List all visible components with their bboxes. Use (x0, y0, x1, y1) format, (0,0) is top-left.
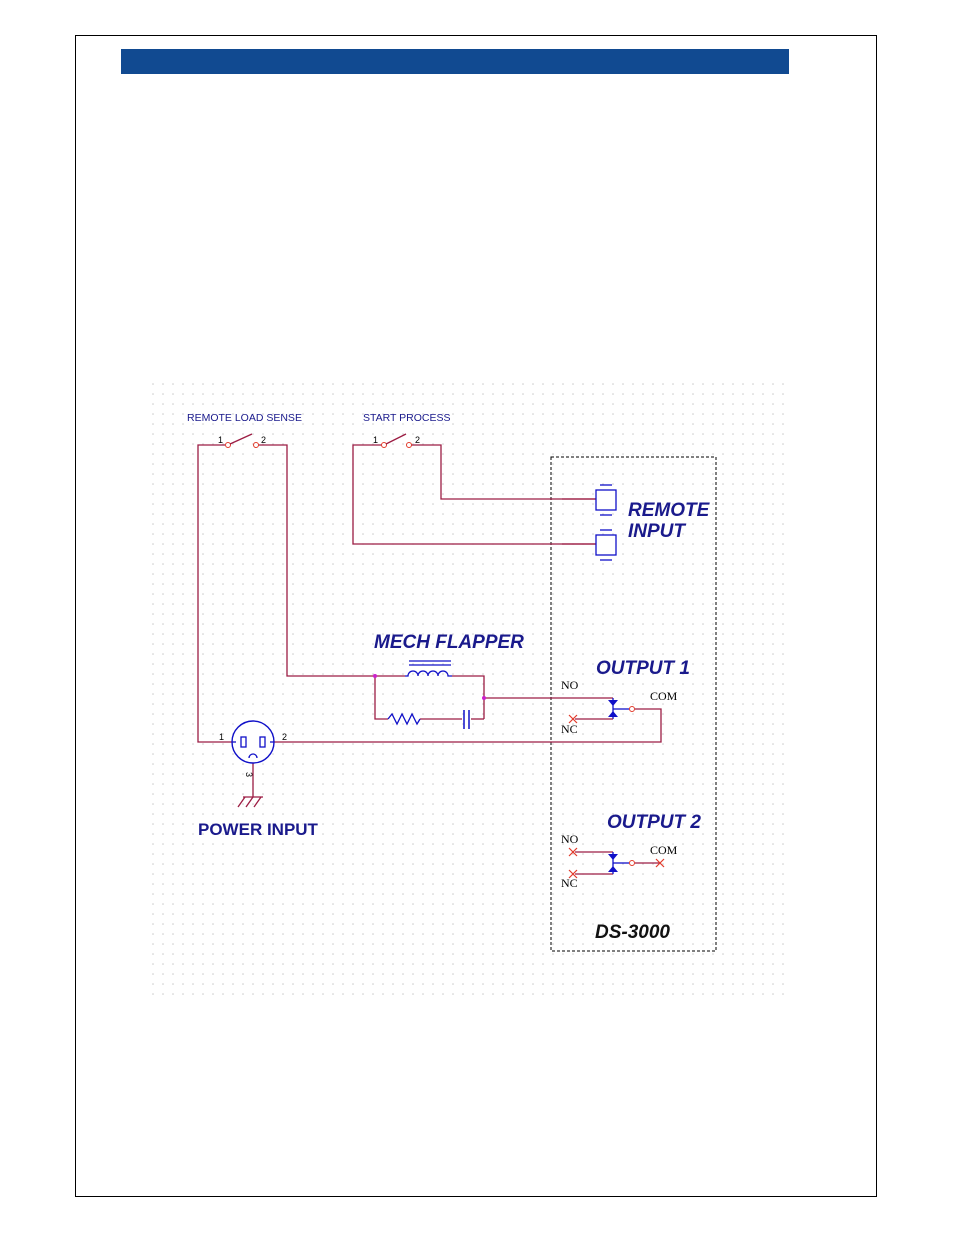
junction-dot (482, 696, 486, 700)
output2-label: OUTPUT 2 (607, 812, 701, 833)
input-label: INPUT (628, 521, 686, 542)
power-input-receptacle (232, 721, 274, 763)
sp-pin1-label: 1 (373, 435, 378, 445)
power-pin2-label: 2 (282, 732, 287, 742)
model-label: DS-3000 (595, 922, 670, 943)
power-pin3-label: 3 (244, 772, 254, 777)
remote-load-sense-label: REMOTE LOAD SENSE (187, 412, 302, 424)
output1-label: OUTPUT 1 (596, 658, 690, 679)
output1-com-label: COM (650, 689, 678, 703)
mech-flapper-label: MECH FLAPPER (374, 632, 524, 653)
remote-label: REMOTE (628, 500, 711, 521)
output1-nc-label: NC (561, 722, 578, 736)
rls-pin1-label: 1 (218, 435, 223, 445)
output1-no-label: NO (561, 678, 579, 692)
junction-dot (373, 674, 377, 678)
start-process-label: START PROCESS (363, 412, 451, 424)
sp-pin2-label: 2 (415, 435, 420, 445)
power-pin1-label: 1 (219, 732, 224, 742)
output2-com-label: COM (650, 843, 678, 857)
rls-pin2-label: 2 (261, 435, 266, 445)
schematic-grid (152, 377, 784, 997)
output2-no-label: NO (561, 832, 579, 846)
power-input-label: POWER INPUT (198, 820, 319, 839)
